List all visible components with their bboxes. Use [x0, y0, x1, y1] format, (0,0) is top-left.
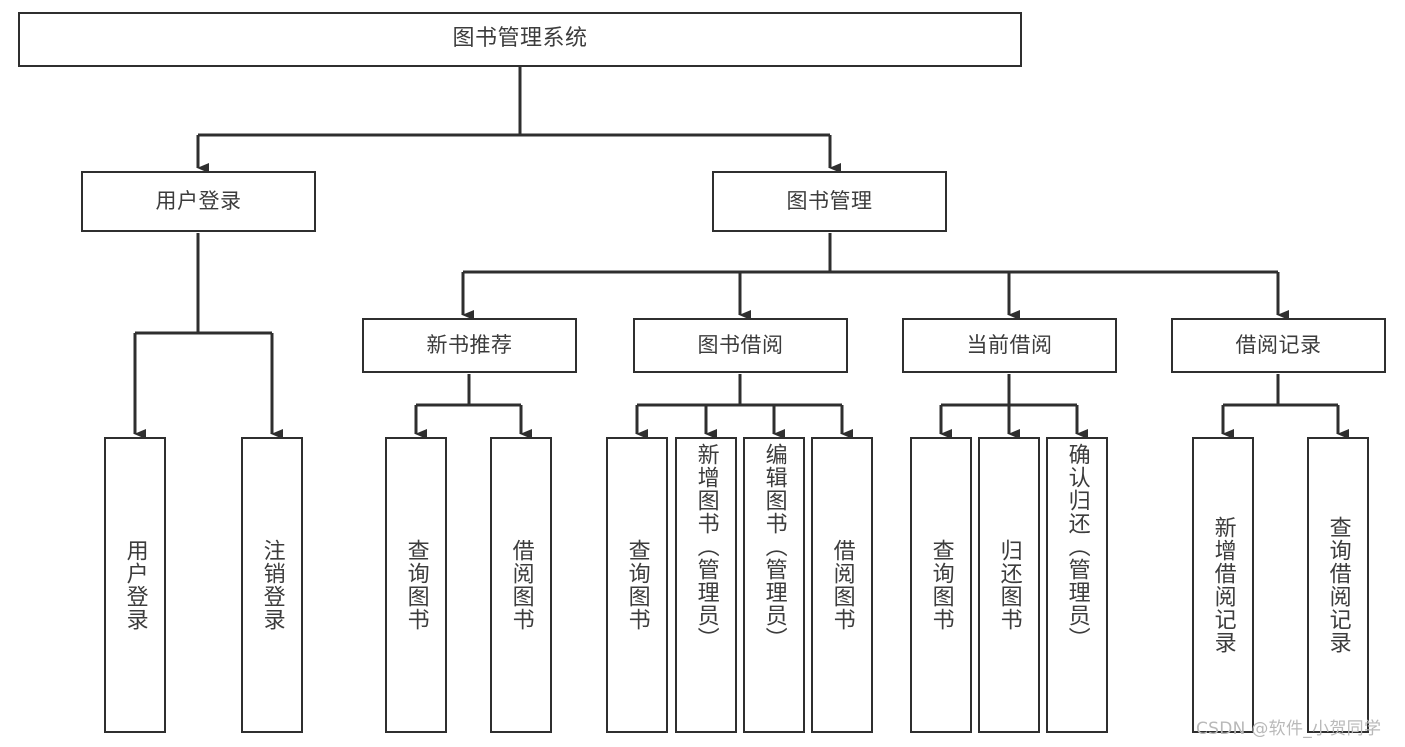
leaf-user-login-logout[interactable]: 注销登录: [241, 437, 303, 733]
leaf-current-borrow-query-book[interactable]: 查询图书: [910, 437, 972, 733]
node-label: 借阅图书: [829, 539, 855, 631]
node-label: 图书管理: [786, 188, 873, 213]
watermark-credit: CSDN @软件_小贺同学: [1196, 719, 1382, 739]
node-label: 归还图书: [996, 539, 1022, 631]
node-label: 注销登录: [259, 539, 285, 631]
node-label: 新增图书（管理员）: [693, 443, 719, 650]
leaf-new-book-borrow-book[interactable]: 借阅图书: [490, 437, 552, 733]
leaf-book-borrow-edit-book-admin[interactable]: 编辑图书（管理员）: [743, 437, 805, 733]
node-label: 借阅记录: [1235, 332, 1322, 357]
leaf-book-borrow-query-book[interactable]: 查询图书: [606, 437, 668, 733]
node-label: 新增借阅记录: [1210, 516, 1236, 654]
node-label: 图书借阅: [697, 332, 784, 357]
node-current-borrow[interactable]: 当前借阅: [902, 318, 1117, 373]
node-user-login[interactable]: 用户登录: [81, 171, 316, 232]
leaf-book-borrow-add-book-admin[interactable]: 新增图书（管理员）: [675, 437, 737, 733]
leaf-current-borrow-confirm-return-admin[interactable]: 确认归还（管理员）: [1046, 437, 1108, 733]
node-label: 当前借阅: [966, 332, 1053, 357]
node-label: 借阅图书: [508, 539, 534, 631]
node-label: 编辑图书（管理员）: [761, 443, 787, 650]
node-label: 查询借阅记录: [1325, 516, 1351, 654]
node-label: 查询图书: [928, 539, 954, 631]
leaf-book-borrow-borrow-book[interactable]: 借阅图书: [811, 437, 873, 733]
node-new-book-recommend[interactable]: 新书推荐: [362, 318, 577, 373]
node-label: 确认归还（管理员）: [1064, 443, 1090, 650]
node-label: 查询图书: [403, 539, 429, 631]
node-label: 图书管理系统: [452, 26, 588, 52]
node-label: 新书推荐: [426, 332, 513, 357]
leaf-new-book-query-book[interactable]: 查询图书: [385, 437, 447, 733]
node-book-management[interactable]: 图书管理: [712, 171, 947, 232]
leaf-user-login-login[interactable]: 用户登录: [104, 437, 166, 733]
node-book-borrow[interactable]: 图书借阅: [633, 318, 848, 373]
node-label: 查询图书: [624, 539, 650, 631]
leaf-current-borrow-return-book[interactable]: 归还图书: [978, 437, 1040, 733]
node-label: 用户登录: [155, 188, 242, 213]
node-label: 用户登录: [122, 539, 148, 631]
node-root-book-management-system[interactable]: 图书管理系统: [18, 12, 1022, 67]
leaf-borrow-record-query-record[interactable]: 查询借阅记录: [1307, 437, 1369, 733]
leaf-borrow-record-add-record[interactable]: 新增借阅记录: [1192, 437, 1254, 733]
node-borrow-record[interactable]: 借阅记录: [1171, 318, 1386, 373]
